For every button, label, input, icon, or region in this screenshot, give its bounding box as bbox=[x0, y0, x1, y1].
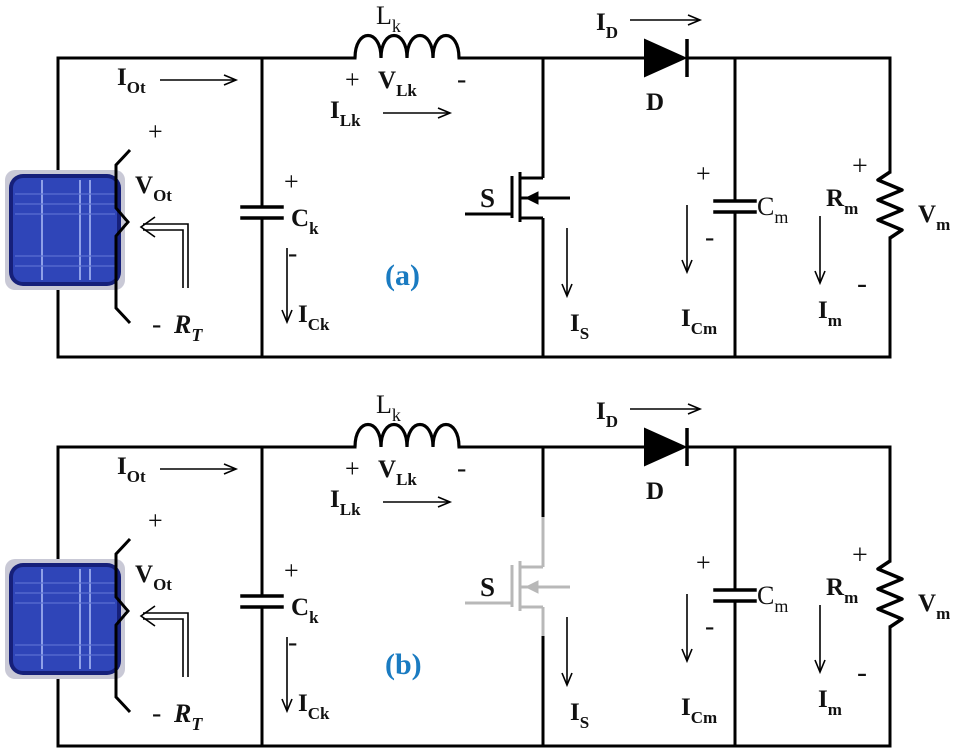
diode-d bbox=[644, 427, 689, 467]
label-d: D bbox=[646, 89, 664, 116]
inductor-lk bbox=[353, 33, 461, 59]
panel-caption: (b) bbox=[385, 648, 422, 681]
arrow-icm bbox=[681, 594, 693, 664]
ck-plus: + bbox=[284, 167, 299, 196]
arrow-im bbox=[814, 605, 826, 675]
arrow-ilk bbox=[383, 107, 453, 119]
label-ilk: ILk bbox=[330, 97, 361, 130]
label-rm: Rm bbox=[826, 185, 858, 218]
circuit-panel-a: Lk+VLk-ILkIOt+VOt-RT+Ck-ICk(a)SISIDD+Cm-… bbox=[5, 1, 950, 359]
lk-minus: - bbox=[457, 453, 466, 484]
arrow-im bbox=[814, 216, 826, 286]
rt-arrow-line-outer bbox=[143, 612, 189, 677]
circuit-panel-b: Lk+VLk-ILkIOt+VOt-RT+Ck-ICk(b)SISIDD+Cm-… bbox=[5, 390, 950, 748]
label-ilk: ILk bbox=[330, 486, 361, 519]
rt-minus: - bbox=[152, 698, 161, 729]
rm-plus: + bbox=[852, 540, 868, 571]
rt-arrow-line-inner bbox=[143, 229, 184, 288]
solar-panel bbox=[5, 559, 125, 679]
label-vlk: VLk bbox=[378, 67, 417, 100]
label-ck: Ck bbox=[291, 205, 319, 238]
label-rt: RT bbox=[173, 310, 203, 345]
cm-minus: - bbox=[705, 611, 714, 642]
arrow-icm bbox=[681, 205, 693, 275]
rt-arrow-head bbox=[139, 216, 156, 238]
arrow-iot bbox=[160, 74, 239, 86]
ck-plus: + bbox=[284, 556, 299, 585]
label-is: IS bbox=[570, 699, 589, 732]
label-iot: IOt bbox=[117, 453, 146, 486]
arrow-ick bbox=[281, 248, 293, 325]
arrow-ilk bbox=[383, 496, 453, 508]
rm-plus: + bbox=[852, 151, 868, 182]
arrow-iot bbox=[160, 463, 239, 475]
lk-plus: + bbox=[345, 65, 360, 94]
rt-arrow-head bbox=[139, 605, 156, 627]
label-s: S bbox=[480, 572, 495, 602]
rm-minus: - bbox=[857, 267, 867, 300]
vot-brace bbox=[114, 537, 132, 714]
arrow-is bbox=[561, 617, 573, 688]
label-ck: Ck bbox=[291, 594, 319, 627]
ck-minus: - bbox=[288, 627, 297, 658]
label-id: ID bbox=[596, 398, 618, 431]
label-cm: Cm bbox=[757, 581, 788, 616]
label-icm: ICm bbox=[681, 694, 717, 727]
label-im: Im bbox=[818, 686, 842, 719]
cm-plus: + bbox=[696, 548, 711, 577]
label-is: IS bbox=[570, 310, 589, 343]
label-cm: Cm bbox=[757, 192, 788, 227]
vot-plus: + bbox=[148, 117, 163, 146]
label-vm: Vm bbox=[918, 590, 950, 623]
arrow-id bbox=[630, 403, 703, 415]
inductor-lk bbox=[353, 422, 461, 448]
rt-arrow-line-inner bbox=[143, 618, 184, 677]
label-vot: VOt bbox=[135, 172, 172, 205]
label-rm: Rm bbox=[826, 574, 858, 607]
arrow-is bbox=[561, 228, 573, 299]
cm-minus: - bbox=[705, 222, 714, 253]
label-icm: ICm bbox=[681, 305, 717, 338]
label-d: D bbox=[646, 478, 664, 505]
panel-caption: (a) bbox=[385, 259, 420, 292]
lk-plus: + bbox=[345, 454, 360, 483]
label-vlk: VLk bbox=[378, 456, 417, 489]
label-s: S bbox=[480, 183, 495, 213]
ck-minus: - bbox=[288, 238, 297, 269]
load-resistor-rm bbox=[876, 559, 904, 629]
vot-brace bbox=[114, 148, 132, 325]
label-id: ID bbox=[596, 9, 618, 42]
label-lk: Lk bbox=[376, 390, 401, 425]
label-vot: VOt bbox=[135, 561, 172, 594]
vot-plus: + bbox=[148, 506, 163, 535]
arrow-ick bbox=[281, 637, 293, 714]
label-rt: RT bbox=[173, 699, 203, 734]
switch-s bbox=[465, 168, 570, 228]
load-resistor-rm bbox=[876, 170, 904, 240]
rm-minus: - bbox=[857, 656, 867, 689]
label-im: Im bbox=[818, 297, 842, 330]
solar-panel bbox=[5, 170, 125, 290]
label-vm: Vm bbox=[918, 201, 950, 234]
diode-d bbox=[644, 38, 689, 78]
cm-plus: + bbox=[696, 159, 711, 188]
label-ick: ICk bbox=[298, 690, 330, 723]
label-iot: IOt bbox=[117, 64, 146, 97]
lk-minus: - bbox=[457, 64, 466, 95]
rt-minus: - bbox=[152, 309, 161, 340]
label-ick: ICk bbox=[298, 301, 330, 334]
rt-arrow-line-outer bbox=[143, 223, 189, 288]
label-lk: Lk bbox=[376, 1, 401, 36]
arrow-id bbox=[630, 14, 703, 26]
switch-s bbox=[465, 517, 570, 636]
